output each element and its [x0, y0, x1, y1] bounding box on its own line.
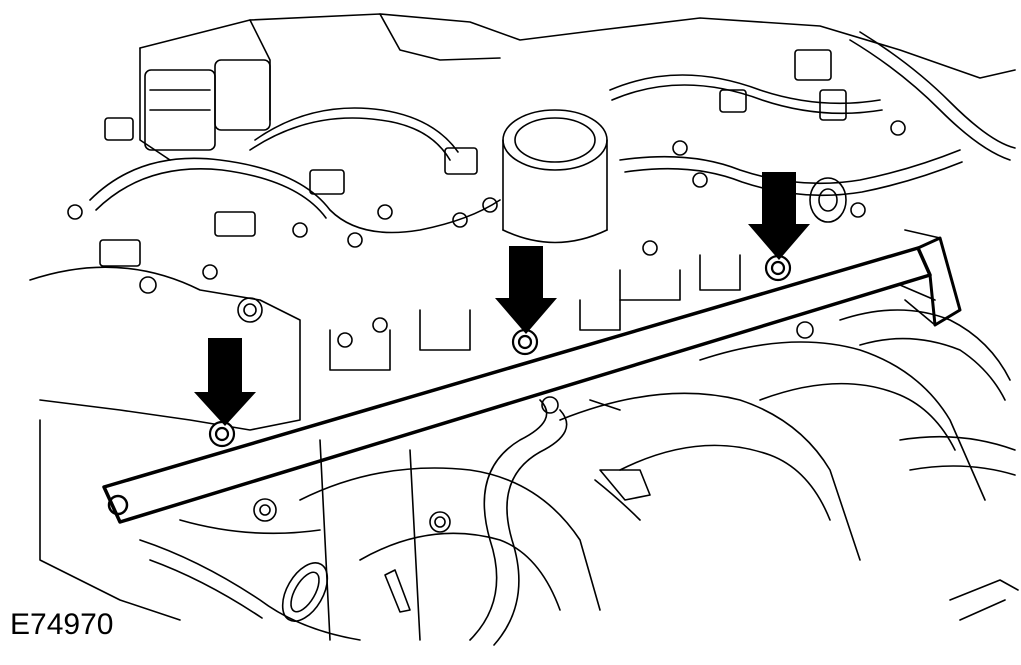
arrow-down-right-icon — [748, 172, 810, 260]
rail-bolt-middle-center — [517, 334, 533, 350]
arrow-down-left-icon — [194, 338, 256, 426]
engine-background-lines — [29, 13, 1019, 646]
rail-bolt-left-center — [214, 426, 230, 442]
fuel-rail — [102, 236, 962, 524]
callout-arrows — [194, 172, 810, 426]
rail-bolt-right-center — [770, 260, 786, 276]
arrow-down-middle-icon — [495, 246, 557, 334]
figure-id-label: E74970 — [8, 608, 116, 642]
rail-bolts — [208, 254, 792, 448]
